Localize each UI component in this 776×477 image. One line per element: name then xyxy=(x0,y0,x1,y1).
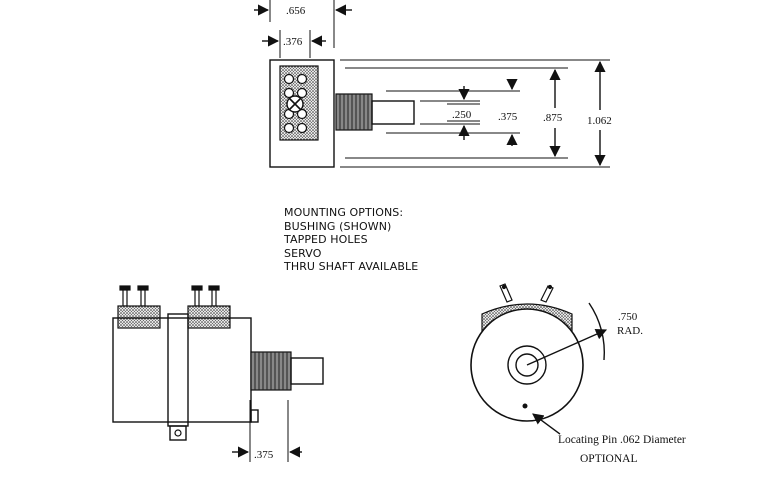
side-pins-right xyxy=(191,285,220,307)
dim-375-side-label: .375 xyxy=(254,449,274,461)
top-shaft xyxy=(371,100,415,125)
dim-375-side: .375 xyxy=(232,400,302,462)
dim-1062-label: 1.062 xyxy=(587,115,612,127)
mounting-option-servo: SERVO xyxy=(284,246,322,260)
side-clamp-screw xyxy=(169,425,187,441)
dim-875: .875 xyxy=(543,68,563,158)
dim-250-label: .250 xyxy=(452,109,472,121)
locating-pin xyxy=(522,403,528,409)
top-bushing xyxy=(335,93,373,131)
dim-375-top: .375 xyxy=(498,78,518,146)
radius-leader xyxy=(526,328,608,366)
side-cap-left xyxy=(117,305,161,329)
top-body xyxy=(269,59,335,168)
dim-375-top-label: .375 xyxy=(498,111,518,123)
front-lugs xyxy=(499,283,554,303)
dim-750-label: .750 xyxy=(618,311,638,323)
top-extension-lines xyxy=(340,59,610,168)
top-screw xyxy=(286,95,304,113)
rad-label: RAD. xyxy=(617,325,643,337)
dim-250: .250 xyxy=(447,86,480,140)
pin-note: Locating Pin .062 Diameter xyxy=(558,434,686,446)
dim-875-label: .875 xyxy=(543,112,563,124)
side-pins-left xyxy=(119,285,149,307)
mounting-options: MOUNTING OPTIONS: BUSHING (SHOWN) TAPPED… xyxy=(284,206,418,274)
side-cap-right xyxy=(187,305,231,329)
pin-leader xyxy=(532,413,561,435)
mounting-option-thru-shaft: THRU SHAFT AVAILABLE xyxy=(284,260,419,274)
dim-376: .376 xyxy=(262,30,326,58)
dim-656: .656 xyxy=(254,0,352,48)
dim-1062: 1.062 xyxy=(587,60,612,167)
dim-656-label: .656 xyxy=(286,5,306,17)
side-body xyxy=(112,317,252,423)
top-view: .656 .376 xyxy=(254,0,612,168)
mounting-options-heading: MOUNTING OPTIONS: xyxy=(284,206,404,219)
side-view: .375 xyxy=(112,285,324,462)
side-clamp xyxy=(167,313,189,427)
pin-optional: OPTIONAL xyxy=(580,453,638,465)
mounting-option-tapped: TAPPED HOLES xyxy=(284,233,368,247)
terminal-holes xyxy=(283,73,308,134)
side-tab xyxy=(250,409,259,423)
dim-376-label: .376 xyxy=(283,36,303,48)
front-view: .750 RAD. Locating Pin .062 Diameter OPT… xyxy=(470,283,686,465)
mounting-option-bushing: BUSHING (SHOWN) xyxy=(284,219,392,233)
side-shaft xyxy=(290,357,324,385)
